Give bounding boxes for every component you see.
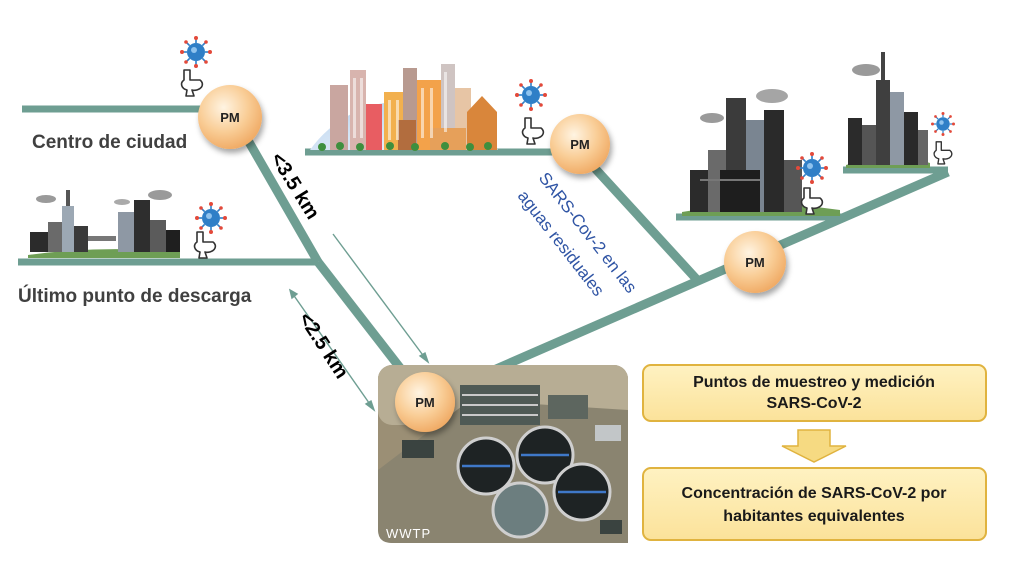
arrow-head xyxy=(418,351,430,364)
info-box-sampling: Puntos de muestreo y medición SARS-CoV-2 xyxy=(642,364,987,422)
distance-label-2: <2.5 km xyxy=(294,309,353,383)
city-skyline-far-right xyxy=(846,52,930,168)
box2-line2: habitantes equivalentes xyxy=(723,508,904,525)
virus-icon xyxy=(514,78,548,112)
city-skyline-right xyxy=(682,89,840,216)
down-arrow-icon xyxy=(781,429,847,463)
pm-label: PM xyxy=(220,110,240,125)
pm-label: PM xyxy=(415,395,435,410)
pm-node-centro: PM xyxy=(198,85,262,149)
toilet-icon xyxy=(180,69,204,97)
distance-arrow-2 xyxy=(289,289,375,411)
distance-arrow-1 xyxy=(332,233,429,363)
toilet-icon xyxy=(193,231,217,259)
virus-icon xyxy=(194,201,228,235)
label-ultimo-punto: Último punto de descarga xyxy=(18,285,252,307)
pipe-top-down xyxy=(576,148,704,287)
pm-node-right: PM xyxy=(724,231,786,293)
wwtp-label: WWTP xyxy=(386,526,431,541)
pipe-main-right xyxy=(423,167,950,405)
pm-label: PM xyxy=(745,255,765,270)
pm-node-top-city: PM xyxy=(550,114,610,174)
box1-line1: Puntos de muestreo y medición xyxy=(693,374,935,391)
distance-arrows xyxy=(288,233,430,412)
info-box-concentration: Concentración de SARS-CoV-2 por habitant… xyxy=(642,467,987,541)
pm-label: PM xyxy=(570,137,590,152)
box1-line2: SARS-CoV-2 xyxy=(766,395,861,412)
arrow-head xyxy=(364,399,376,412)
virus-icon xyxy=(795,151,829,185)
arrow-head xyxy=(288,288,299,300)
pm-node-wwtp: PM xyxy=(395,372,455,432)
toilet-icon xyxy=(521,117,545,145)
virus-icon xyxy=(930,111,956,137)
toilet-icon xyxy=(933,141,953,165)
box2-line1: Concentración de SARS-CoV-2 por xyxy=(682,485,947,502)
virus-icon xyxy=(179,35,213,69)
city-skyline-top xyxy=(310,64,498,151)
label-centro-ciudad: Centro de ciudad xyxy=(32,132,187,153)
city-skyline-left xyxy=(28,190,180,258)
